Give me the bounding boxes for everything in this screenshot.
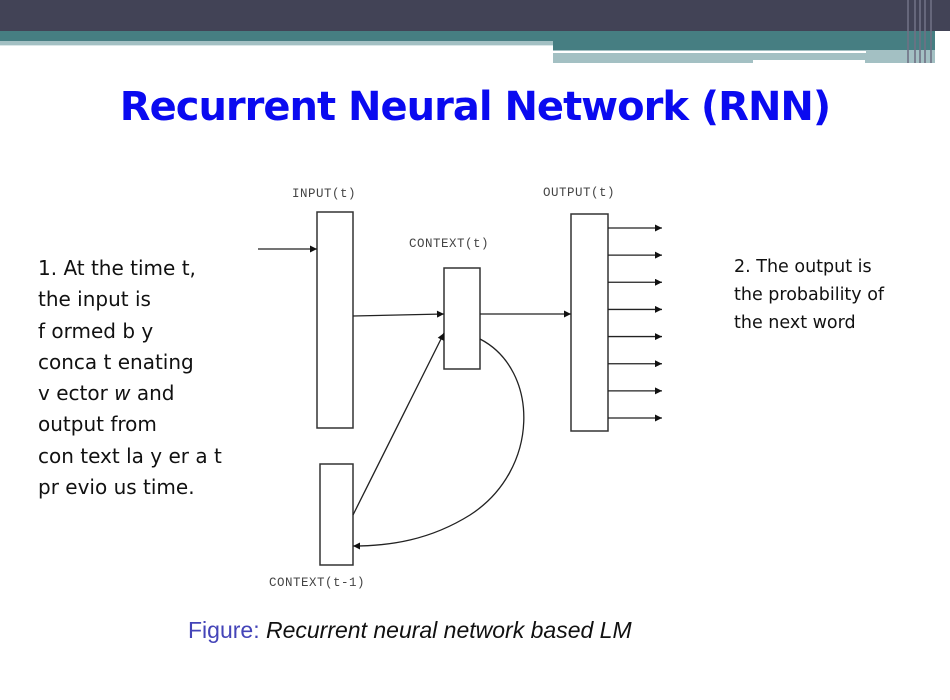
input-layer-box — [316, 211, 354, 429]
left-note-text: v ector — [38, 381, 115, 406]
left-note-text: and — [130, 381, 175, 406]
caption-text: Recurrent neural network based LM — [265, 617, 632, 643]
output-layer-box — [570, 213, 609, 432]
header-white-line — [553, 51, 866, 53]
left-note-line: v ector w and — [38, 378, 258, 409]
copy-back-arrow — [352, 338, 525, 550]
figure-caption: Figure: Recurrent neural network based L… — [188, 617, 632, 644]
output-arrows-group — [608, 224, 662, 422]
right-note-line: the next word — [734, 313, 856, 333]
header-light-strip-left — [0, 41, 553, 45]
context-t-minus-1-box — [319, 463, 354, 566]
context-t-minus-1-label: CONTEXT(t-1) — [269, 576, 366, 590]
left-note-line: 1. At the time t, — [38, 256, 196, 280]
header-teal-band-right — [553, 41, 935, 50]
header-vertical-stripes — [905, 0, 935, 63]
right-note-line: 2. The output is — [734, 257, 872, 277]
output-label: OUTPUT(t) — [543, 186, 616, 200]
input-label: INPUT(t) — [292, 187, 357, 201]
left-note-line: f ormed b y — [38, 318, 154, 343]
recurrent-arrow — [352, 332, 445, 516]
left-note: 1. At the time t, the input is f ormed b… — [38, 253, 258, 503]
header-teal-band — [0, 31, 935, 41]
caption-prefix: Figure: — [188, 617, 260, 643]
header-light-tail — [753, 60, 865, 64]
header-stripe — [914, 0, 916, 63]
left-note-line: output from — [38, 412, 157, 437]
header-stripe — [930, 0, 932, 63]
context-t-label: CONTEXT(t) — [409, 237, 490, 251]
right-note-line: the probability of — [734, 285, 885, 305]
input-to-context-arrow — [352, 310, 445, 318]
header-stripe — [924, 0, 926, 63]
right-note: 2. The output is the probability of the … — [734, 253, 934, 337]
left-note-line: con text la y er a t — [38, 443, 222, 468]
slide-title: Recurrent Neural Network (RNN) — [119, 84, 831, 130]
header-stripe — [907, 0, 909, 63]
header-stripe — [919, 0, 921, 63]
left-note-vector-symbol: w — [114, 381, 131, 406]
left-note-line: pr evio us time. — [38, 475, 195, 500]
header-light-strip-right — [553, 50, 935, 63]
left-note-line: the input is — [38, 287, 151, 312]
header-dark-band — [0, 0, 950, 31]
header-light-strip-left-edge — [0, 45, 553, 46]
context-t-box — [443, 267, 481, 370]
left-note-line: conca t enating — [38, 349, 194, 374]
